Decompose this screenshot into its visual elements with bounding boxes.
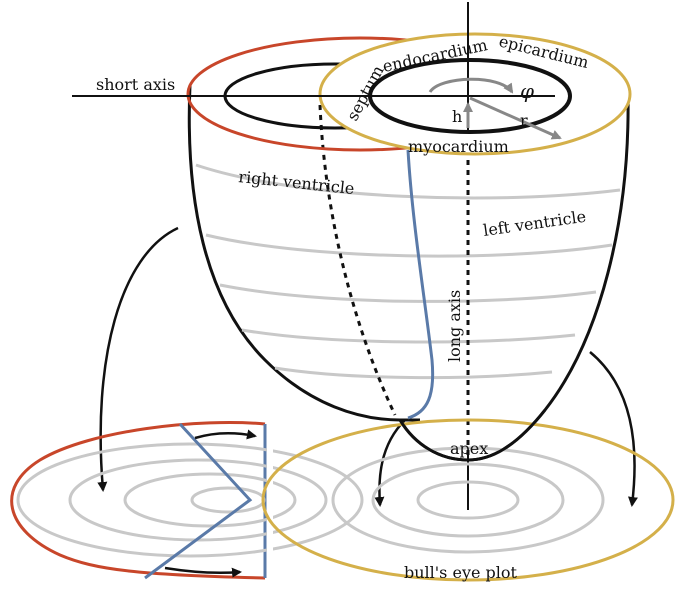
rv-plot-outline xyxy=(10,421,266,580)
label-r: r xyxy=(520,111,528,130)
arrow-to-bullseye-left xyxy=(374,419,406,507)
rv-arrow-top xyxy=(194,429,257,440)
label-short-axis: short axis xyxy=(96,75,175,94)
rv-arrow-bottom xyxy=(164,566,242,578)
bulls-eye-plot xyxy=(261,418,675,582)
rv-ring-3 xyxy=(123,472,297,528)
contour-band-2 xyxy=(205,233,613,258)
bullseye-ring-1 xyxy=(331,446,605,554)
right-ventricle-body xyxy=(187,84,420,422)
septum-boundary-line xyxy=(406,149,435,420)
rv-ring-2 xyxy=(68,458,328,542)
label-left-ventricle: left ventricle xyxy=(482,207,587,240)
rv-ring-1 xyxy=(16,442,364,558)
label-right-ventricle: right ventricle xyxy=(238,167,356,198)
epicardium-ring xyxy=(318,32,632,156)
contour-band-3 xyxy=(219,283,597,303)
contour-band-4 xyxy=(241,328,576,344)
contour-band-5 xyxy=(274,366,553,380)
septum-dotted-line xyxy=(318,104,397,416)
heart-shell xyxy=(187,84,630,462)
rv-ring-4 xyxy=(190,486,266,514)
bullseye-ring-3 xyxy=(416,480,520,520)
label-myocardium: myocardium xyxy=(408,137,509,156)
bullseye-ring-2 xyxy=(371,462,565,538)
label-long-axis: long axis xyxy=(445,290,464,362)
projection-arrows xyxy=(97,226,638,507)
bullseye-outer-ring xyxy=(261,418,675,582)
label-h: h xyxy=(452,107,462,126)
label-bulls-eye-plot: bull's eye plot xyxy=(404,563,518,582)
arrow-to-rv-plot xyxy=(97,226,179,492)
phi-arc xyxy=(428,77,514,94)
contour-band-1 xyxy=(195,163,621,200)
label-apex: apex xyxy=(450,439,488,458)
arrow-to-bullseye-right xyxy=(589,351,638,507)
rv-septum-wedge xyxy=(144,422,253,580)
label-phi: φ xyxy=(520,79,534,103)
coordinate-markers xyxy=(428,77,562,140)
apex-outline xyxy=(398,409,547,462)
right-ventricle-plot xyxy=(10,420,364,580)
r-arrow xyxy=(469,96,562,140)
